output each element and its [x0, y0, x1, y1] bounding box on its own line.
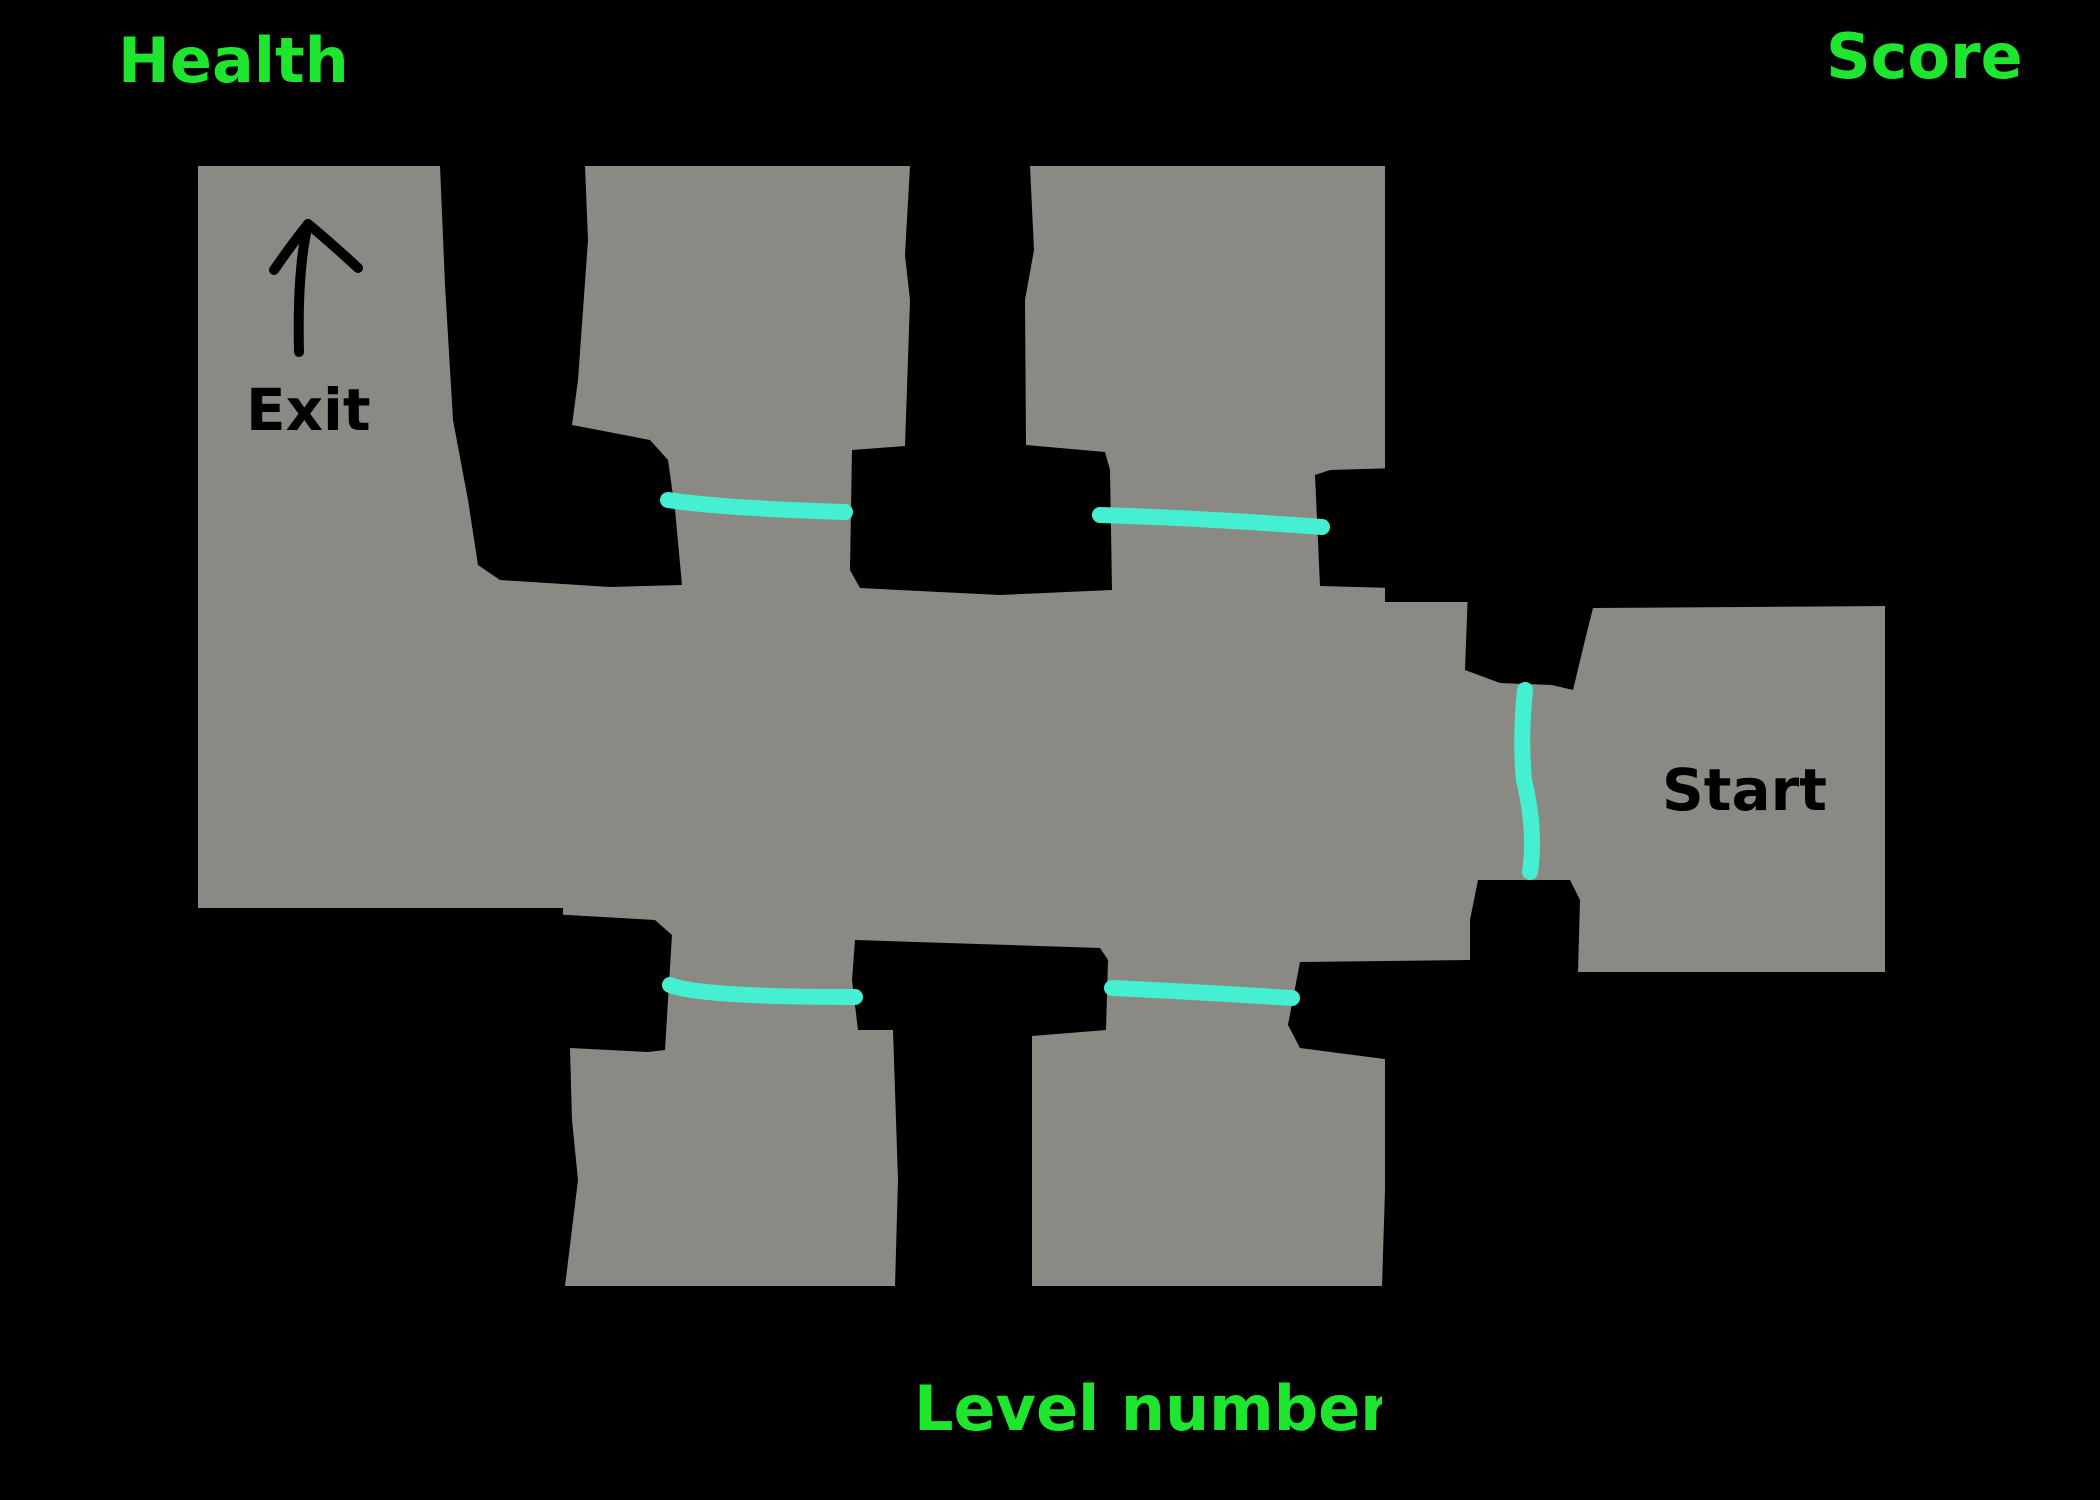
door-top-left[interactable]: [660, 492, 853, 520]
wall-upper-left: [440, 166, 682, 587]
wall-lower-left: [0, 908, 672, 1286]
doors: [660, 492, 1540, 1006]
up-arrow-icon: [269, 219, 363, 357]
wall-lower-right: [1288, 880, 2100, 1500]
level-number-label: Level number: [914, 1372, 1391, 1445]
door-start[interactable]: [1514, 682, 1540, 880]
health-label: Health: [118, 24, 349, 97]
door-bottom-left[interactable]: [662, 977, 863, 1005]
door-top-right[interactable]: [1092, 507, 1330, 535]
walls: [0, 166, 2100, 1500]
start-label: Start: [1662, 756, 1827, 824]
wall-upper-middle: [850, 166, 1112, 595]
exit-label: Exit: [246, 376, 371, 444]
wall-upper-right: [1315, 166, 2100, 690]
door-bottom-right[interactable]: [1104, 980, 1300, 1006]
wall-lower-middle: [852, 940, 1108, 1286]
score-label: Score: [1826, 20, 2023, 93]
